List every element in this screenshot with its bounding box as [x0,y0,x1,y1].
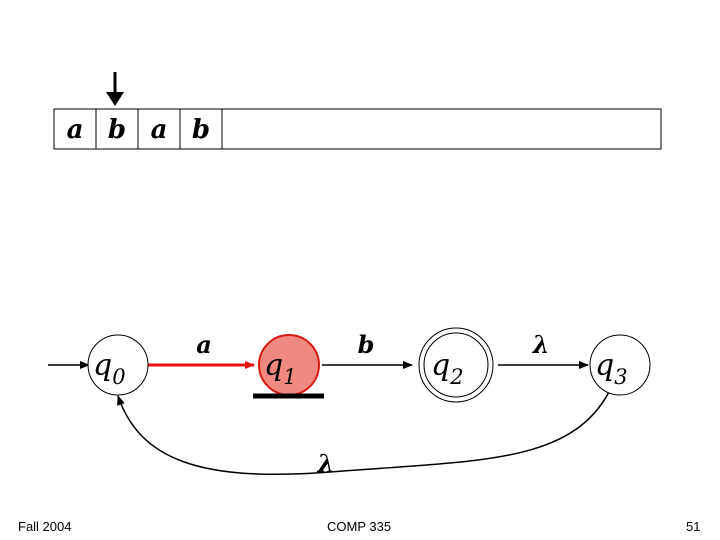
state-q1: q1 [258,334,320,396]
tape-cell-symbol: a [67,115,84,145]
read-head-arrow [106,72,124,106]
transition-label-lambda: λ [532,330,550,359]
footer-left: Fall 2004 [18,519,72,534]
footer-page-number: 51 [686,519,701,534]
tape-cell-symbol: b [108,115,126,145]
state-q1-label: q1 [264,348,297,389]
transition-label-b: b [358,330,375,359]
state-q3-label: q3 [595,348,628,389]
transition-label-a: a [196,330,212,359]
footer-center: COMP 335 [327,519,392,534]
tape-cell-symbol: b [192,115,210,145]
tape-outline [53,108,662,150]
state-q3: q3 [589,334,651,396]
transition-label-lambda-return: λ [317,449,335,478]
tape-cell-symbol: a [151,115,168,145]
input-tape: a b a b [53,108,662,150]
state-q0-label: q0 [93,348,126,389]
state-q0: q0 [87,334,149,396]
transition-q3-q0 [117,385,613,475]
state-q2-label: q2 [431,348,464,389]
state-q2: q2 [418,327,494,403]
